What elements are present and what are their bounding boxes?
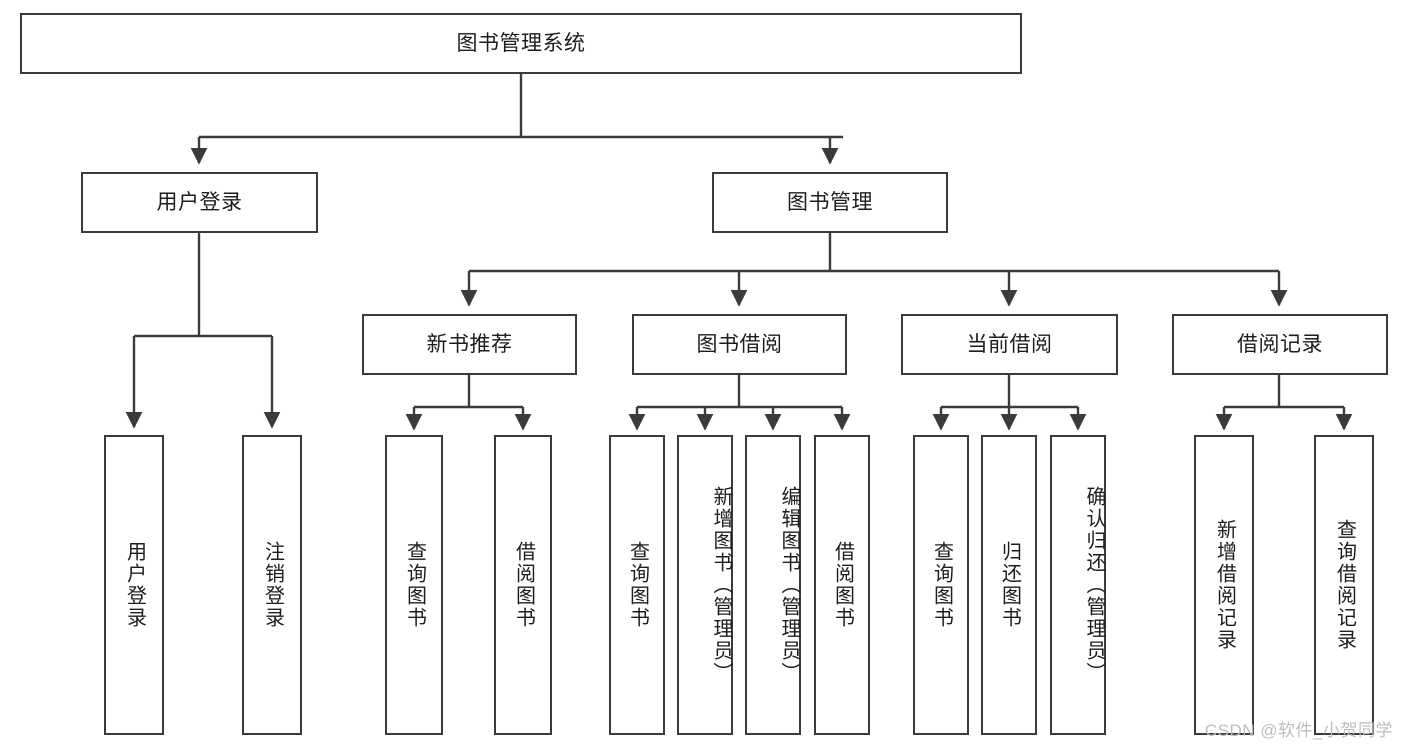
leaf-logout-login[interactable]: 注销登录 — [242, 435, 302, 735]
leaf-return-book[interactable]: 归还图书 — [981, 435, 1037, 735]
watermark-text: CSDN @软件_小贺同学 — [1204, 721, 1393, 740]
leaf-borrow-book-new[interactable]: 借阅图书 — [494, 435, 552, 735]
leaf-query-book-borrow[interactable]: 查询图书 — [609, 435, 665, 735]
node-root-system[interactable]: 图书管理系统 — [20, 13, 1022, 74]
node-book-management[interactable]: 图书管理 — [712, 172, 948, 233]
leaf-edit-book-admin[interactable]: 编辑图书（管理员） — [745, 435, 801, 735]
leaf-borrow-book[interactable]: 借阅图书 — [814, 435, 870, 735]
node-new-book-recommend[interactable]: 新书推荐 — [362, 314, 577, 375]
leaf-user-login[interactable]: 用户登录 — [104, 435, 164, 735]
leaf-add-book-admin[interactable]: 新增图书（管理员） — [677, 435, 733, 735]
leaf-query-borrow-record[interactable]: 查询借阅记录 — [1314, 435, 1374, 735]
node-borrow-record[interactable]: 借阅记录 — [1172, 314, 1388, 375]
leaf-add-borrow-record[interactable]: 新增借阅记录 — [1194, 435, 1254, 735]
leaf-query-book-new[interactable]: 查询图书 — [385, 435, 443, 735]
node-user-login[interactable]: 用户登录 — [81, 172, 318, 233]
node-book-borrow[interactable]: 图书借阅 — [632, 314, 847, 375]
node-current-borrow[interactable]: 当前借阅 — [901, 314, 1118, 375]
leaf-confirm-return-admin[interactable]: 确认归还（管理员） — [1050, 435, 1106, 735]
leaf-query-book-current[interactable]: 查询图书 — [913, 435, 969, 735]
